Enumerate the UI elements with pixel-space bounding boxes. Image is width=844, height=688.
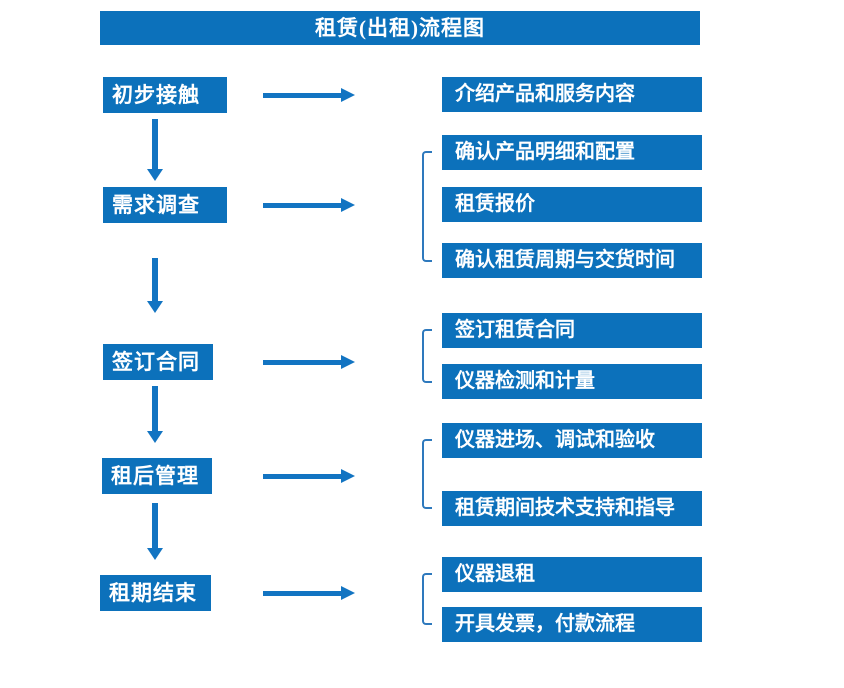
- right-arrow-head: [341, 198, 355, 212]
- detail-sign-rental-contract: 签订租赁合同: [442, 313, 702, 348]
- down-arrow-head: [147, 169, 163, 181]
- down-arrow-icon-3: [147, 386, 163, 443]
- down-arrow-icon-4: [147, 503, 163, 560]
- right-arrow-icon-4: [263, 469, 355, 483]
- right-arrow-head: [341, 469, 355, 483]
- detail-confirm-product-config: 确认产品明细和配置: [442, 135, 702, 170]
- detail-tech-support: 租赁期间技术支持和指导: [442, 491, 702, 526]
- detail-invoice-payment: 开具发票，付款流程: [442, 607, 702, 642]
- step-post-rental-management: 租后管理: [102, 458, 212, 494]
- down-arrow-icon-2: [147, 258, 163, 313]
- right-arrow-line: [263, 474, 341, 479]
- right-arrow-icon-3: [263, 355, 355, 369]
- detail-confirm-period-delivery: 确认租赁周期与交货时间: [442, 243, 702, 278]
- group-bracket-post-rental: [422, 439, 432, 509]
- down-arrow-icon-1: [147, 119, 163, 181]
- down-arrow-line: [152, 119, 158, 169]
- right-arrow-line: [263, 591, 341, 596]
- group-bracket-rental-end: [422, 573, 432, 625]
- right-arrow-line: [263, 93, 341, 98]
- detail-instrument-entry-acceptance: 仪器进场、调试和验收: [442, 423, 702, 458]
- right-arrow-icon-5: [263, 586, 355, 600]
- right-arrow-head: [341, 88, 355, 102]
- step-sign-contract: 签订合同: [103, 344, 213, 380]
- right-arrow-head: [341, 586, 355, 600]
- right-arrow-line: [263, 203, 341, 208]
- flowchart-title: 租赁(出租)流程图: [100, 11, 700, 45]
- down-arrow-line: [152, 503, 158, 548]
- detail-rental-quotation: 租赁报价: [442, 187, 702, 222]
- right-arrow-icon-2: [263, 198, 355, 212]
- detail-instrument-testing: 仪器检测和计量: [442, 364, 702, 399]
- down-arrow-line: [152, 258, 158, 301]
- detail-introduce-products: 介绍产品和服务内容: [442, 77, 702, 112]
- step-initial-contact: 初步接触: [103, 77, 227, 113]
- right-arrow-line: [263, 360, 341, 365]
- group-bracket-sign-contract: [422, 329, 432, 383]
- detail-instrument-return: 仪器退租: [442, 557, 702, 592]
- down-arrow-head: [147, 301, 163, 313]
- step-demand-survey: 需求调查: [103, 187, 227, 223]
- down-arrow-head: [147, 431, 163, 443]
- step-rental-end: 租期结束: [100, 575, 211, 611]
- down-arrow-head: [147, 548, 163, 560]
- right-arrow-head: [341, 355, 355, 369]
- group-bracket-demand-survey: [422, 151, 432, 262]
- right-arrow-icon-1: [263, 88, 355, 102]
- down-arrow-line: [152, 386, 158, 431]
